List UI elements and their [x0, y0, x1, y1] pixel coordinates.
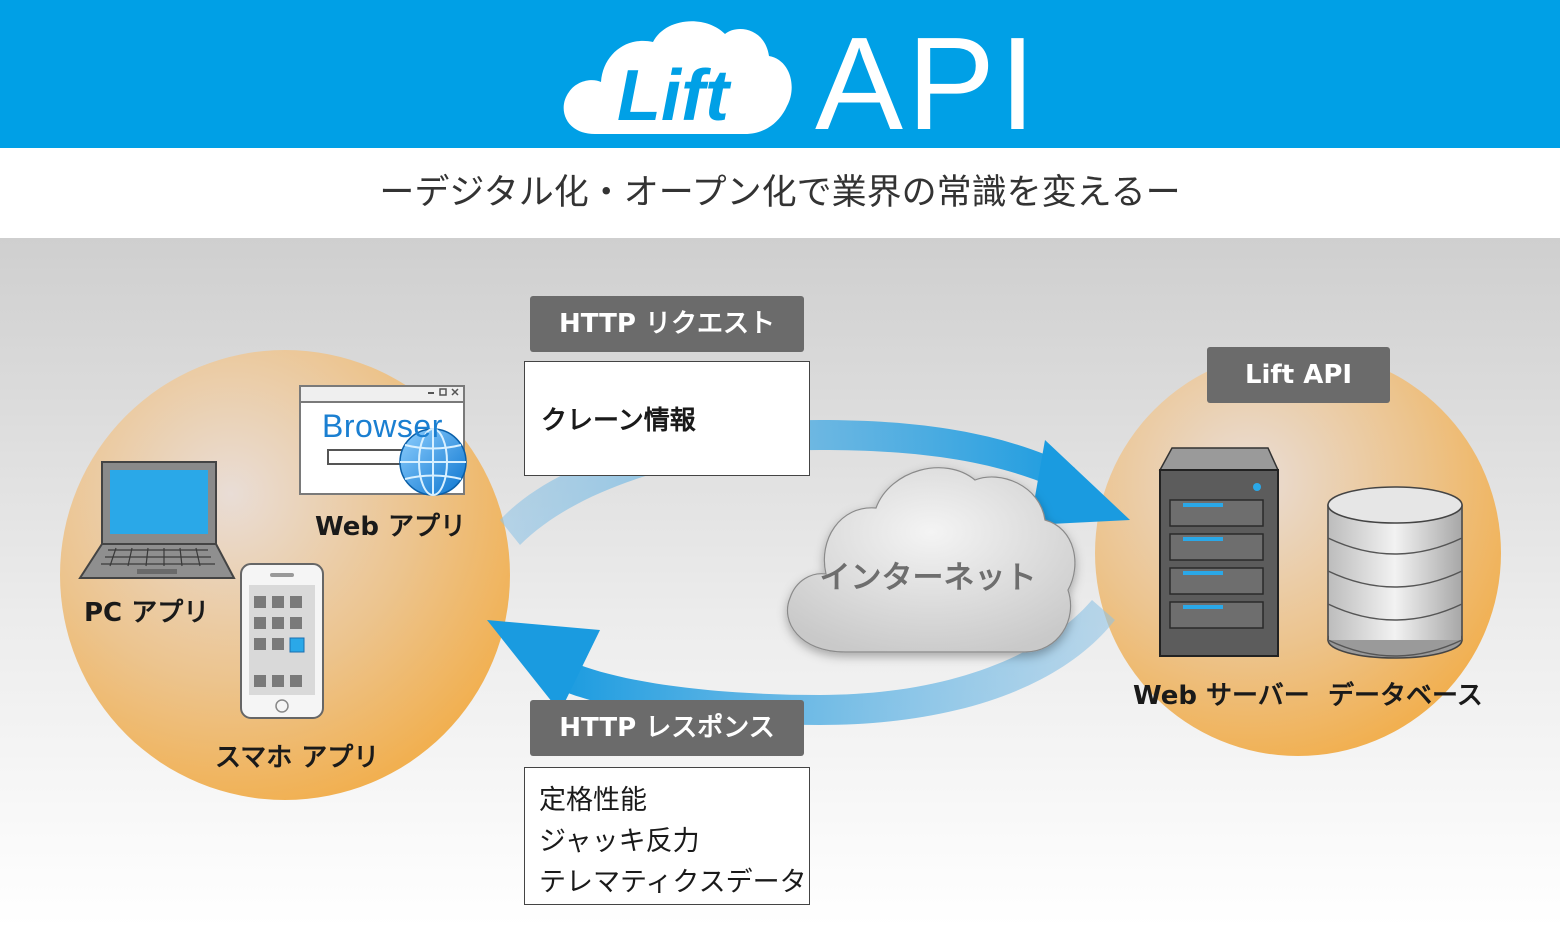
tagline: ーデジタル化・オープン化で業界の常識を変えるー — [379, 173, 1181, 213]
response-payload-box: 定格性能 ジャッキ反力 テレマティクスデータ — [524, 767, 810, 905]
http-request-tag: HTTP リクエスト — [530, 296, 804, 352]
cloud-logo-icon: Lift — [563, 21, 792, 136]
header-banner: Lift API — [0, 0, 1560, 157]
server-tower-icon — [1158, 447, 1280, 657]
pc-app-label: PC アプリ — [84, 598, 210, 628]
smartphone-app-label: スマホ アプリ — [215, 743, 380, 773]
laptop-icon — [78, 461, 236, 579]
browser-word-text: Browser — [322, 408, 443, 444]
database-label: データベース — [1328, 681, 1483, 711]
request-payload-box: クレーン情報 — [524, 361, 810, 476]
web-server-label: Web サーバー — [1133, 681, 1310, 711]
database-icon — [1327, 486, 1463, 659]
http-response-tag: HTTP レスポンス — [530, 700, 804, 756]
smartphone-icon — [240, 563, 324, 719]
internet-label: インターネット — [820, 560, 1037, 596]
internet-cloud-icon — [786, 467, 1076, 653]
lift-api-tag: Lift API — [1207, 347, 1390, 403]
response-arrow — [487, 600, 1115, 725]
response-item: ジャッキ反力 — [539, 826, 700, 857]
logo-text: Lift — [617, 56, 732, 136]
response-item: テレマティクスデータ — [539, 867, 807, 898]
globe-icon — [399, 428, 467, 496]
brand-title: API — [815, 10, 1040, 157]
request-item: クレーン情報 — [541, 406, 696, 436]
web-app-label: Web アプリ — [315, 512, 467, 542]
browser-word: Browser — [322, 408, 443, 445]
response-item: 定格性能 — [539, 785, 647, 816]
